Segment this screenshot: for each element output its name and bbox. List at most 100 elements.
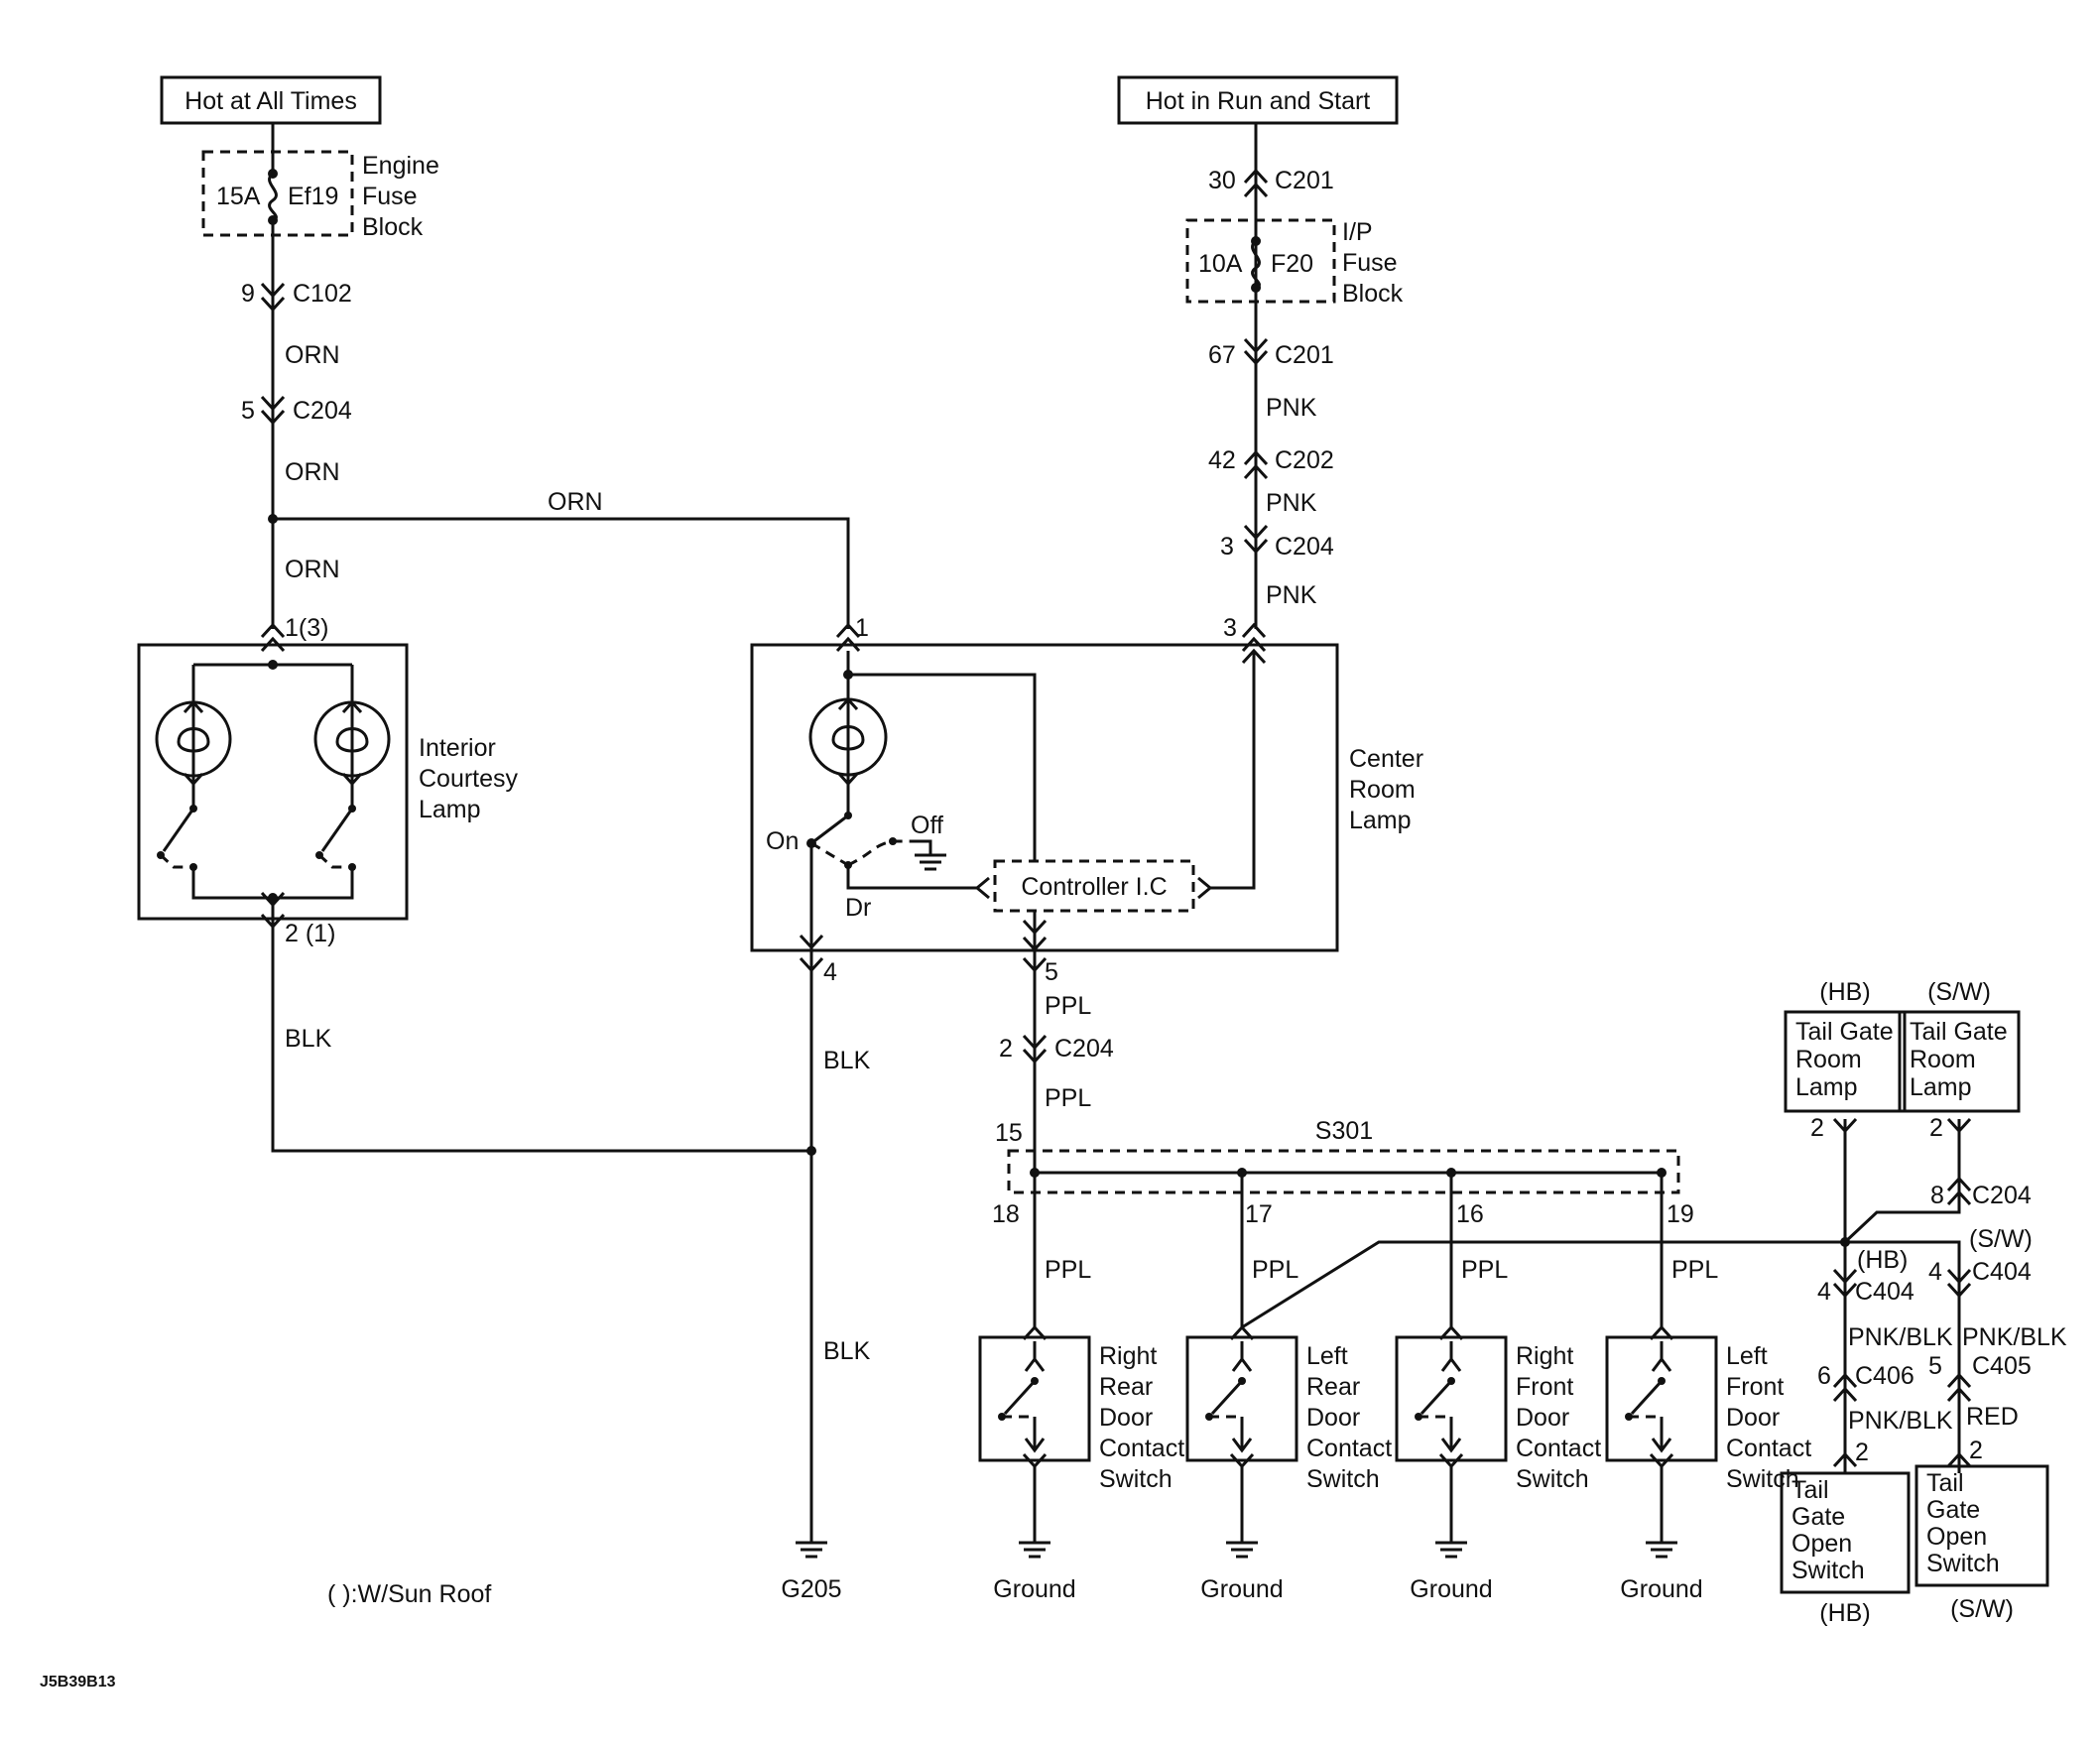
center-lamp-label-1: Center [1349,745,1423,773]
wire-pnk-2: PNK [1266,489,1317,517]
wire-pnk-blk-2: PNK/BLK [1848,1407,1953,1435]
wire-pnk-blk-3: PNK/BLK [1962,1323,2067,1351]
rf-label-1: Right [1516,1342,1573,1370]
center-lamp-pin-3: 3 [1223,614,1237,642]
s301-pin-17: 17 [1245,1200,1273,1228]
tg-hb-room-2: Room [1795,1046,1862,1073]
connector-c202: 42 C202 [1208,446,1334,480]
s301-label: S301 [1315,1117,1373,1145]
center-lamp-pin-4: 4 [823,958,837,986]
c404-sw-label: C404 [1972,1258,2032,1286]
c404-hb-label: C404 [1855,1278,1915,1306]
center-lamp-on: On [766,827,799,855]
wire-pnk-3: PNK [1266,581,1317,609]
c406-pin: 6 [1817,1362,1831,1390]
lr-label-5: Switch [1306,1465,1380,1493]
c202-pin: 42 [1208,446,1236,474]
lr-label-1: Left [1306,1342,1348,1370]
interior-lamp-label-2: Courtesy [419,765,519,793]
rr-label-1: Right [1099,1342,1157,1370]
c404-hb-pin: 4 [1817,1278,1831,1306]
lr-ground-label: Ground [1200,1575,1283,1603]
rr-label-3: Door [1099,1404,1153,1432]
tg-sw-room-pin: 2 [1929,1114,1943,1142]
connector-c201-bottom: 67 C201 [1208,337,1334,369]
tailgate-hb-tag-top: (HB) [1819,978,1870,1006]
connector-c201-top: 30 C201 [1208,167,1334,198]
center-lamp-off: Off [911,812,943,839]
door-switch-right-rear: Right Rear Door Contact Switch Ground [978,1324,1184,1603]
c404-sw-pin: 4 [1928,1258,1942,1286]
c201-top-label: C201 [1275,167,1334,194]
tg-hb-room-1: Tail Gate [1795,1018,1894,1046]
tg-sw-tag-mid: (S/W) [1969,1225,2033,1253]
rf-label-3: Door [1516,1404,1569,1432]
ip-fuse-block-label-1: I/P [1342,218,1373,246]
interior-lamp-pin-top: 1(3) [285,614,328,642]
wire-ppl-rf: PPL [1461,1256,1508,1284]
lr-label-4: Contact [1306,1435,1392,1462]
engine-fuse-name: Ef19 [288,183,338,210]
tg-hb-room-3: Lamp [1795,1073,1858,1101]
tg-hb-open-4: Switch [1791,1557,1865,1584]
connector-c204-left: 5 C204 [241,395,352,426]
interior-lamp-label-3: Lamp [419,796,481,823]
c202-label: C202 [1275,446,1334,474]
ip-fuse-name: F20 [1271,250,1313,278]
lf-label-5: Switch [1726,1465,1799,1493]
figure-id: J5B39B13 [40,1674,116,1690]
rf-label-5: Switch [1516,1465,1589,1493]
tg-hb-tag-mid: (HB) [1857,1246,1908,1274]
g205-branch: 4 BLK BLK G205 [781,950,871,1603]
s301-pin-19: 19 [1667,1200,1694,1228]
center-lamp-dr: Dr [845,894,871,922]
center-room-lamp: 1 3 On Off Dr Controller I.C [750,614,1423,952]
tg-sw-open-3: Open [1926,1523,1987,1551]
tailgate-sw-tag-top: (S/W) [1927,978,1991,1006]
wire-pnk-blk-1: PNK/BLK [1848,1323,1953,1351]
tg-sw-room-1: Tail Gate [1910,1018,2008,1046]
center-lamp-label-3: Lamp [1349,807,1412,834]
c204-left-pin: 5 [241,397,255,425]
wire-blk-2: BLK [823,1047,871,1074]
wire-ppl-lf: PPL [1671,1256,1718,1284]
engine-fuse-block: 15A Ef19 Engine Fuse Block [201,123,439,241]
s301-pin-16: 16 [1456,1200,1484,1228]
tg-sw-room-2: Room [1910,1046,1976,1073]
c204-ppl-pin: 2 [999,1035,1013,1063]
wire-ppl-1: PPL [1045,992,1091,1020]
c102-label: C102 [293,280,352,308]
rr-label-2: Rear [1099,1373,1153,1401]
wire-red: RED [1966,1403,2019,1431]
tg-sw-open-pin: 2 [1969,1437,1983,1464]
c204-left-label: C204 [293,397,352,425]
ppl-feed: 5 PPL 2 C204 PPL [999,950,1114,1169]
rf-label-4: Contact [1516,1435,1601,1462]
door-switch-left-rear: Left Rear Door Contact Switch Ground [1185,1324,1392,1603]
tailgate-sw-tag-bottom: (S/W) [1950,1595,2014,1623]
engine-fuse-rating: 15A [216,183,261,210]
center-lamp-label-2: Room [1349,776,1416,804]
s301-pin-18: 18 [992,1200,1020,1228]
c204-right-pin: 3 [1220,533,1234,561]
c204-ppl-label: C204 [1054,1035,1114,1063]
center-lamp-pin-5: 5 [1045,958,1058,986]
wire-orn-1: ORN [285,341,340,369]
center-lamp-pin-1: 1 [855,614,869,642]
engine-fuse-block-label-3: Block [362,213,424,241]
g205-label: G205 [781,1575,841,1603]
lf-label-2: Front [1726,1373,1784,1401]
ip-fuse-block-label-2: Fuse [1342,249,1398,277]
wire-orn-4: ORN [285,556,340,583]
c102-pin: 9 [241,280,255,308]
c405-label: C405 [1972,1352,2032,1380]
tg-hb-open-2: Gate [1791,1503,1845,1531]
wire-ppl-rr: PPL [1045,1256,1091,1284]
c204-sw-label: C204 [1972,1182,2032,1209]
lf-label-1: Left [1726,1342,1768,1370]
hot-at-all-times-label: Hot at All Times [185,87,357,115]
wire-ppl-2: PPL [1045,1084,1091,1112]
hot-at-all-times-source: Hot at All Times [160,75,382,125]
wire-orn-3: ORN [548,488,603,516]
